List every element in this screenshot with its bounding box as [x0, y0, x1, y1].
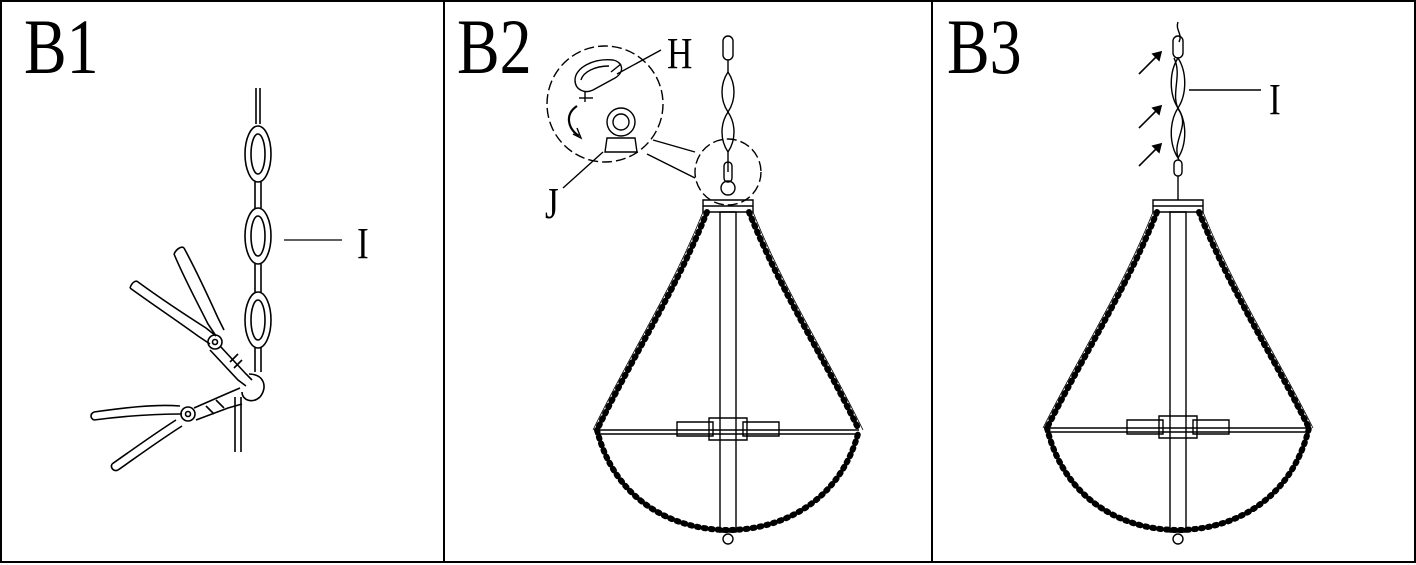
- b1-drawing: [2, 2, 447, 565]
- panel-title: B3: [947, 3, 1022, 90]
- b2-drawing: [445, 2, 935, 565]
- canopy-loop-icon: [605, 108, 637, 152]
- leader-line-j: [563, 152, 603, 188]
- pliers-icon: [91, 388, 242, 471]
- callout-label-j: J: [545, 179, 559, 228]
- callout-label-i: I: [1269, 75, 1281, 124]
- panel-b2: B2 H J: [443, 0, 933, 563]
- callout-label-i: I: [357, 219, 369, 268]
- arrow-head: [1153, 106, 1161, 114]
- detail-bubble: [547, 46, 663, 162]
- arrow-head: [573, 128, 581, 138]
- arrow-head: [1153, 52, 1161, 60]
- callout-label-h: H: [667, 29, 693, 78]
- wire: [1177, 22, 1180, 42]
- arrow-icon: [569, 106, 579, 136]
- panel-b1: B1 I: [0, 0, 445, 563]
- chain-icon: [721, 36, 735, 195]
- b3-drawing: [933, 2, 1416, 565]
- chandelier-icon: [593, 200, 863, 544]
- arrow-head: [1153, 144, 1161, 152]
- leader-line-h: [617, 50, 661, 74]
- hook-icon: [575, 60, 622, 102]
- chandelier-icon: [1043, 200, 1313, 544]
- panel-title: B2: [457, 3, 532, 90]
- chain-icon: [235, 88, 271, 452]
- panel-b3: B3 I: [931, 0, 1416, 563]
- panel-title: B1: [24, 3, 99, 90]
- chain-icon: [1171, 36, 1185, 200]
- pliers-icon: [130, 247, 252, 386]
- detail-focus-circle: [695, 139, 761, 205]
